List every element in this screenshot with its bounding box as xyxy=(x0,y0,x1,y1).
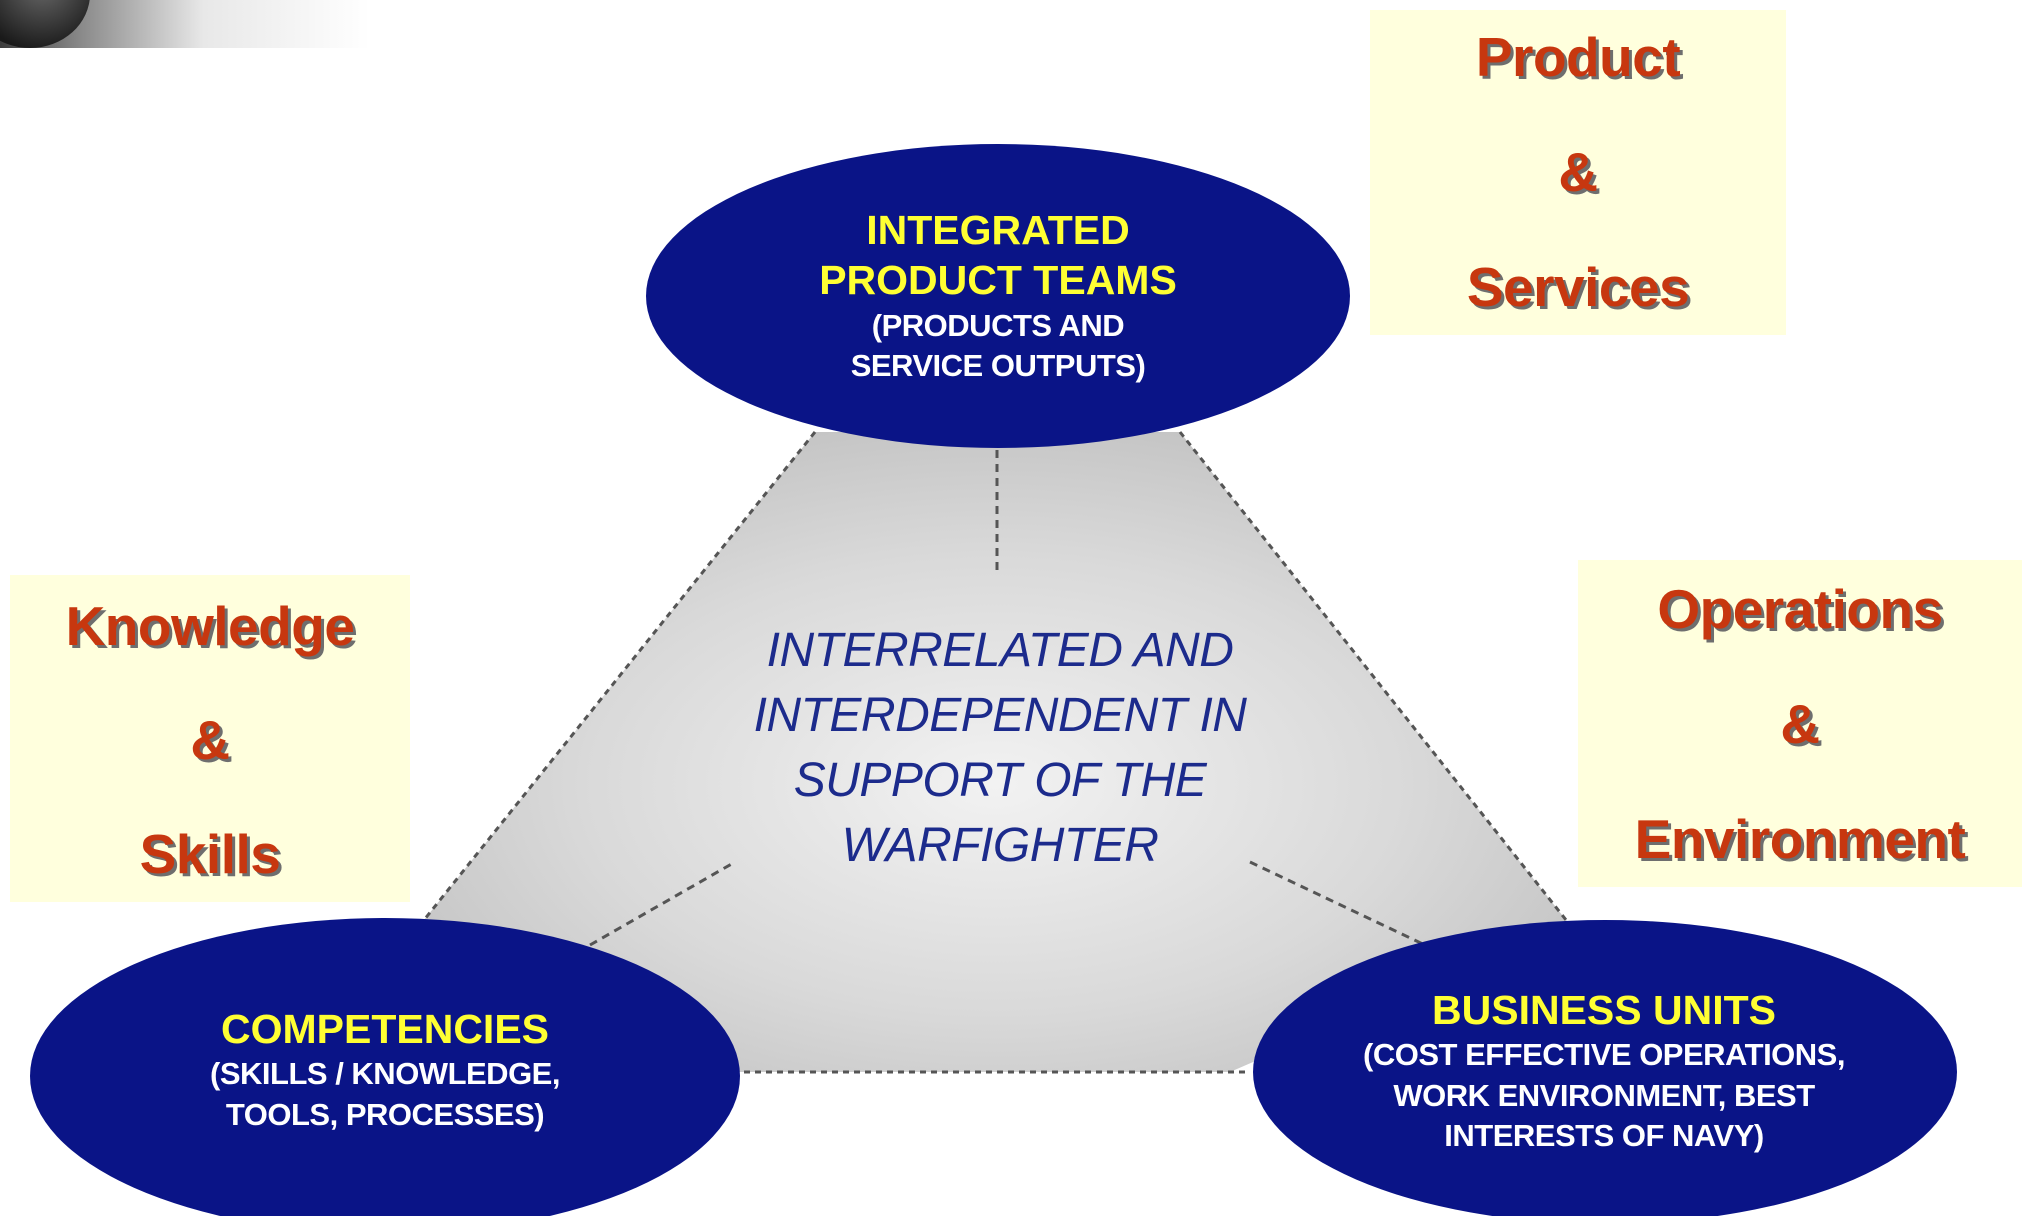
top-oval-label: INTEGRATED PRODUCT TEAMS (PRODUCTS AND S… xyxy=(698,205,1298,386)
oval-business-units xyxy=(1253,920,1957,1216)
spoke-right xyxy=(1249,860,1426,947)
top-title-line-1: INTEGRATED xyxy=(866,207,1130,253)
top-sub-line-2: SERVICE OUTPUTS) xyxy=(850,348,1146,384)
right-sub-line-3: INTERESTS OF NAVY) xyxy=(1444,1118,1764,1154)
note-operations-line-2: & xyxy=(1780,693,1820,755)
top-title-line-2: PRODUCT TEAMS xyxy=(819,257,1177,304)
right-oval-label: BUSINESS UNITS (COST EFFECTIVE OPERATION… xyxy=(1304,985,1904,1156)
left-oval-label: COMPETENCIES (SKILLS / KNOWLEDGE, TOOLS,… xyxy=(85,1004,685,1135)
oval-integrated-product-teams xyxy=(646,144,1350,448)
edge-right xyxy=(1178,431,1572,926)
center-line-3: SUPPORT OF THE xyxy=(793,754,1207,807)
note-knowledge-skills: Knowledge & Skills xyxy=(10,575,410,902)
note-product-line-3: Services xyxy=(1466,256,1690,318)
center-triangle xyxy=(420,432,1570,1072)
note-operations-line-3: Environment xyxy=(1634,808,1966,870)
top-sub-line-1: (PRODUCTS AND xyxy=(871,307,1125,343)
note-product-services: Product & Services xyxy=(1370,10,1786,335)
left-sub-line-1: (SKILLS / KNOWLEDGE, xyxy=(210,1056,560,1092)
note-knowledge-line-1: Knowledge xyxy=(65,595,355,657)
note-operations-environment: Operations & Environment xyxy=(1578,560,2022,887)
center-line-2: INTERDEPENDENT IN xyxy=(753,689,1247,742)
note-product-line-2: & xyxy=(1558,141,1598,203)
center-line-4: WARFIGHTER xyxy=(841,819,1159,872)
oval-competencies xyxy=(30,918,740,1216)
left-title-line-1: COMPETENCIES xyxy=(220,1006,550,1052)
note-product-line-1: Product xyxy=(1475,26,1681,88)
center-line-1: INTERRELATED AND xyxy=(766,624,1234,677)
note-knowledge-line-2: & xyxy=(190,709,230,771)
left-sub-line-2: TOOLS, PROCESSES) xyxy=(225,1096,545,1132)
note-operations-line-1: Operations xyxy=(1657,578,1943,640)
corner-logo xyxy=(0,0,370,48)
right-title-line-1: BUSINESS UNITS xyxy=(1432,987,1776,1033)
center-statement: INTERRELATED AND INTERDEPENDENT IN SUPPO… xyxy=(700,618,1300,878)
note-knowledge-line-3: Skills xyxy=(139,823,281,885)
right-sub-line-2: WORK ENVIRONMENT, BEST xyxy=(1393,1077,1815,1113)
right-sub-line-1: (COST EFFECTIVE OPERATIONS, xyxy=(1363,1037,1845,1073)
